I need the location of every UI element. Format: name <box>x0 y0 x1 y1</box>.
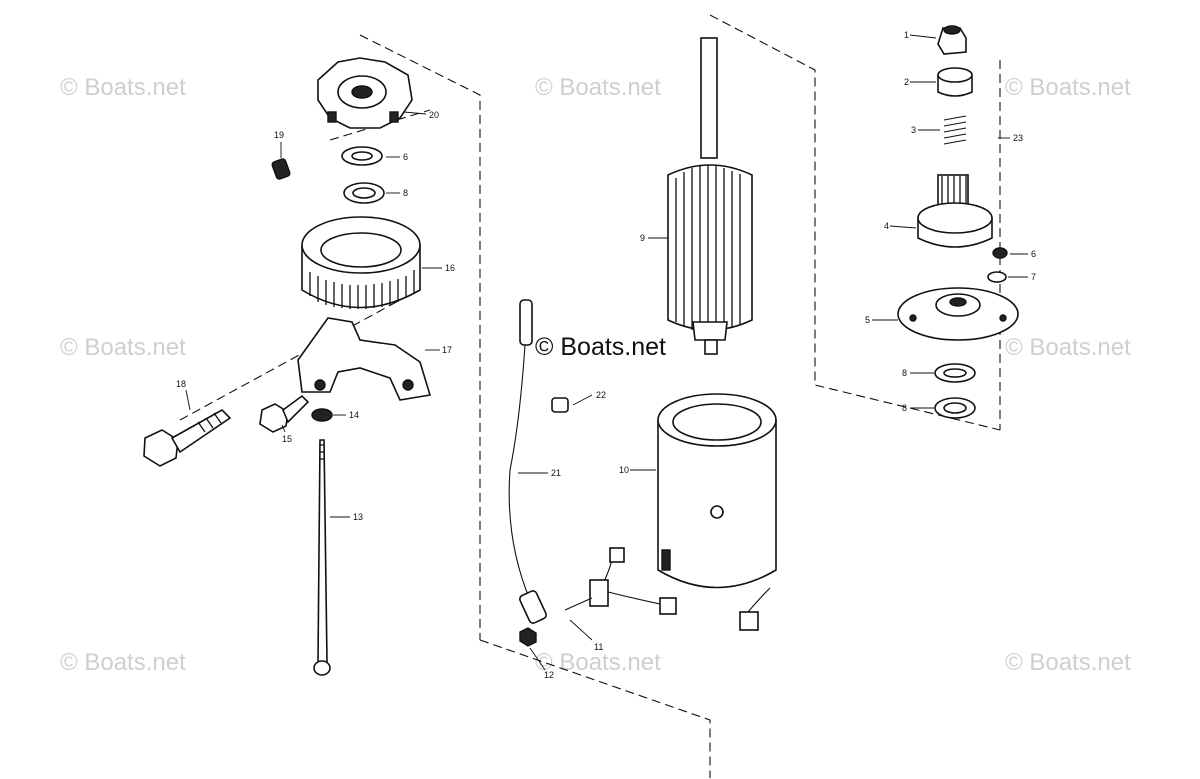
callout-6-right: 6 <box>1031 249 1036 259</box>
part-bracket <box>297 317 432 401</box>
callout-13: 13 <box>353 512 363 522</box>
part-spring-3 <box>943 115 967 145</box>
callout-18: 18 <box>176 379 186 389</box>
watermark-bottom-center: © Boats.net <box>535 649 661 676</box>
part-cable-21 <box>508 299 547 624</box>
callout-19: 19 <box>274 130 284 140</box>
part-drive-housing-5 <box>897 287 1019 341</box>
part-brush-ring <box>301 216 421 309</box>
callout-10: 10 <box>619 465 629 475</box>
part-bolt-18 <box>143 409 232 467</box>
callout-9: 9 <box>640 233 645 243</box>
part-bolt-15 <box>259 394 310 433</box>
watermark-mid-left: © Boats.net <box>60 334 186 361</box>
watermark-bottom-right: © Boats.net <box>1005 649 1131 676</box>
part-spacer-2 <box>937 67 973 97</box>
callout-20: 20 <box>429 110 439 120</box>
callout-11: 11 <box>594 642 603 652</box>
part-field-frame <box>657 393 777 589</box>
callout-labels: 1 2 3 23 4 6 7 5 8 8 9 10 11 12 21 22 20… <box>176 30 1036 680</box>
watermark-bottom-left: © Boats.net <box>60 649 186 676</box>
callout-8-left: 8 <box>403 188 408 198</box>
part-nut-6-right <box>992 247 1008 259</box>
callout-14: 14 <box>349 410 359 420</box>
part-washer-6-left <box>341 146 383 166</box>
watermark-mid-center: © Boats.net <box>535 333 666 361</box>
part-washer-8-right-a <box>934 363 976 383</box>
callout-8-right-b: 8 <box>902 403 907 413</box>
part-nut-14 <box>311 408 333 422</box>
callout-1: 1 <box>904 30 909 40</box>
callout-4: 4 <box>884 221 889 231</box>
watermark-group: © Boats.net © Boats.net © Boats.net © Bo… <box>60 74 1131 676</box>
callout-12: 12 <box>544 670 554 680</box>
callout-21: 21 <box>551 468 561 478</box>
watermark-top-right: © Boats.net <box>1005 74 1131 101</box>
part-clip-22 <box>551 397 569 413</box>
part-brush-assembly <box>564 547 771 631</box>
part-through-bolt-13 <box>313 439 331 676</box>
watermark-mid-right: © Boats.net <box>1005 334 1131 361</box>
callout-5: 5 <box>865 315 870 325</box>
part-armature <box>667 37 753 355</box>
part-nut-1 <box>937 25 967 55</box>
part-washer-7 <box>987 271 1007 283</box>
part-pinion-drive-4 <box>917 174 993 248</box>
watermark-top-center: © Boats.net <box>535 74 661 101</box>
part-washer-8-right-b <box>934 397 976 419</box>
watermark-top-left: © Boats.net <box>60 74 186 101</box>
callout-3: 3 <box>911 125 916 135</box>
callout-22: 22 <box>596 390 606 400</box>
callout-17: 17 <box>442 345 452 355</box>
part-end-plate <box>317 57 413 129</box>
callout-23: 23 <box>1013 133 1023 143</box>
callout-7: 7 <box>1031 272 1036 282</box>
callout-leaders <box>185 34 1028 671</box>
part-washer-8-left <box>343 182 385 204</box>
callout-8-right-a: 8 <box>902 368 907 378</box>
callout-6-left: 6 <box>403 152 408 162</box>
part-screw-19 <box>271 158 291 180</box>
assembly-guide-lines <box>179 14 1001 778</box>
callout-16: 16 <box>445 263 455 273</box>
callout-2: 2 <box>904 77 909 87</box>
callout-15: 15 <box>282 434 292 444</box>
part-nut-12 <box>519 627 537 647</box>
